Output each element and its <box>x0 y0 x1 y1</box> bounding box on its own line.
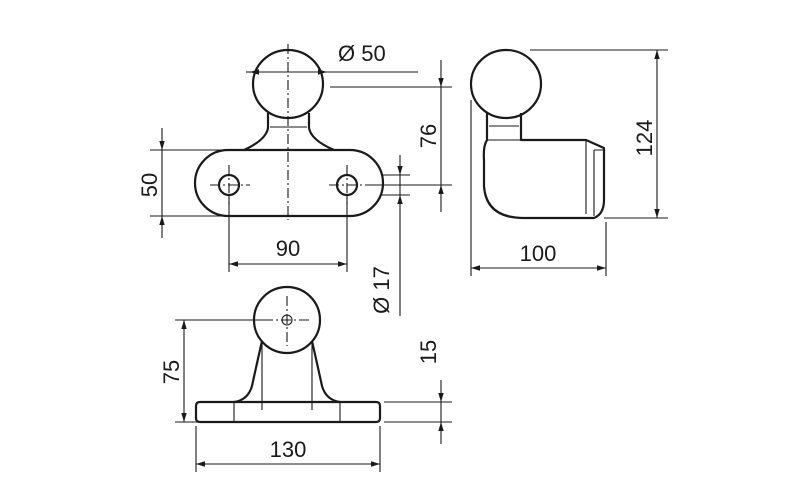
side-view: 124 100 <box>469 48 668 276</box>
flange-height-label: 50 <box>137 173 162 197</box>
top-view: Ø 50 76 50 90 Ø 17 <box>137 41 452 316</box>
base-width-label: 130 <box>270 437 307 462</box>
side-body-outline <box>482 126 606 220</box>
front-height-label: 75 <box>159 360 184 384</box>
ball-diameter-label: Ø 50 <box>338 41 386 66</box>
hole-diameter-label: Ø 17 <box>369 266 394 314</box>
base-thickness-label: 15 <box>416 340 441 364</box>
neck-outline <box>243 113 335 152</box>
side-ball-outline <box>469 48 543 120</box>
hole-spacing-label: 90 <box>276 236 300 261</box>
pin-height-label: 76 <box>416 124 441 148</box>
depth-label: 100 <box>520 241 557 266</box>
flange-plate <box>193 148 385 218</box>
front-view: 75 15 130 <box>159 285 452 472</box>
total-height-label: 124 <box>632 120 657 157</box>
front-base-plate <box>194 400 382 424</box>
